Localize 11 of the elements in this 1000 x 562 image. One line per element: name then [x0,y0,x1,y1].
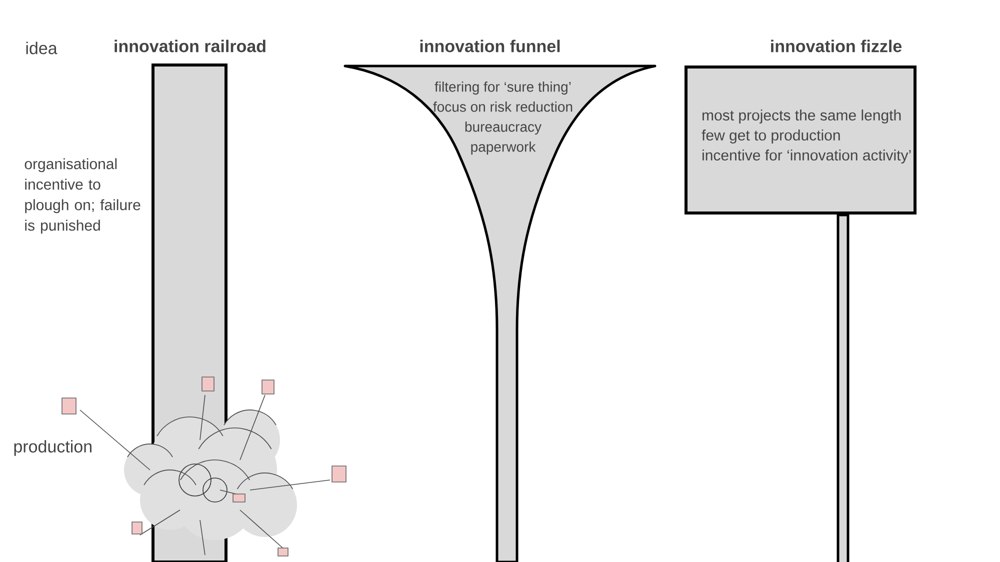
heading: innovation railroad [114,40,266,52]
side-label: production [14,440,92,456]
node-label: bureaucracy [465,122,542,135]
node-label: paperwork [471,142,536,155]
node-label: focus on risk reduction [433,102,572,112]
side-label: idea [26,42,58,54]
heading: innovation fizzle [771,40,902,52]
node-label: filtering for ‘sure thing’ [434,82,571,95]
heading: innovation funnel [420,40,560,52]
funnel-text: filtering for ‘sure thing’ focus on risk reduction bureaucracy paperwork [433,82,572,155]
sign-text: most projects the same length few get to production incentive for ‘innovation activity’ [702,110,911,164]
